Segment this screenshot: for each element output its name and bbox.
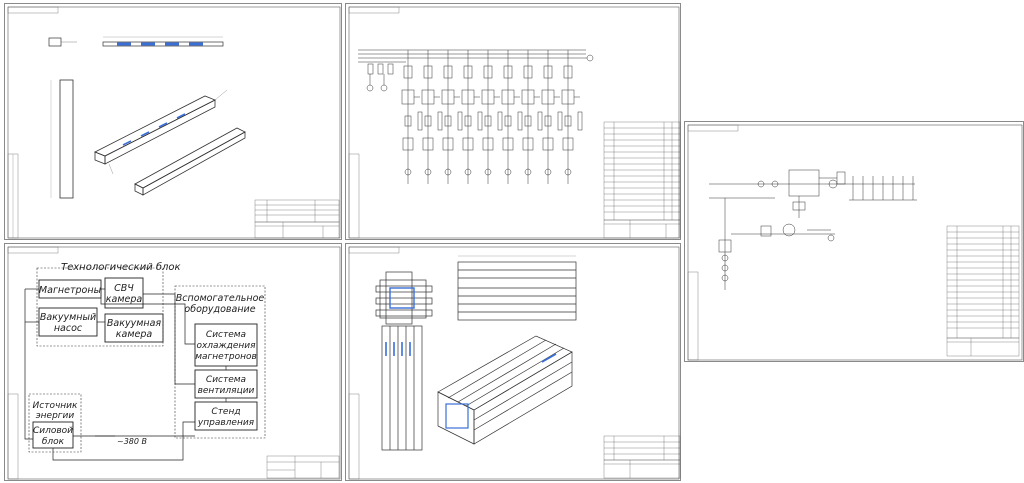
power-block-line2: блок: [42, 437, 65, 447]
sheet-waveguide-assembly: [345, 243, 681, 481]
ventilation-line1: Система: [206, 375, 246, 385]
magnetrons-label: Магнетроны: [39, 285, 102, 296]
sheet-block-diagram: Технологический блок Вспомогательное обо…: [4, 243, 342, 481]
vacuum-chamber-line1: Вакуумная: [107, 318, 162, 329]
ventilation-line2: вентиляции: [198, 386, 255, 396]
connection-lines: [24, 288, 227, 461]
microwave-chamber-block: [104, 277, 144, 309]
vacuum-chamber-line2: камера: [116, 329, 153, 340]
sheet-power-schematic: [345, 3, 681, 240]
control-schematic-drawing: [687, 124, 1023, 361]
energy-source-group: [28, 393, 82, 453]
beam-assembly-drawing: [7, 6, 341, 239]
vacuum-pump-line2: насос: [54, 323, 83, 334]
control-stand-line2: управления: [197, 418, 255, 428]
power-block-line1: Силовой: [33, 426, 73, 436]
microwave-chamber-line2: камера: [106, 294, 143, 305]
auxiliary-title-line2: оборудование: [184, 304, 255, 315]
voltage-label: ~380 В: [117, 437, 147, 446]
cooling-system-line2: охлаждения: [196, 341, 256, 351]
block-diagram: Технологический блок Вспомогательное обо…: [7, 246, 341, 480]
vacuum-chamber-block: [104, 313, 164, 343]
control-stand-line1: Стенд: [211, 407, 240, 417]
energy-source-title-line2: энергии: [36, 411, 75, 421]
tech-block-title: Технологический блок: [61, 261, 181, 273]
energy-source-title-line1: Источник: [33, 401, 78, 411]
power-schematic-drawing: [348, 6, 681, 239]
cooling-system-line3: магнетронов: [195, 352, 257, 362]
cooling-system-line1: Система: [206, 330, 246, 340]
microwave-chamber-line1: СВЧ: [114, 283, 134, 294]
vacuum-pump-line1: Вакуумный: [40, 312, 96, 323]
sheet-beam-assembly: [4, 3, 342, 240]
tech-block-group: [36, 267, 164, 347]
auxiliary-title-line1: Вспомогательное: [176, 293, 265, 304]
sheet-control-schematic: [684, 121, 1024, 362]
waveguide-assembly-drawing: [348, 246, 681, 480]
